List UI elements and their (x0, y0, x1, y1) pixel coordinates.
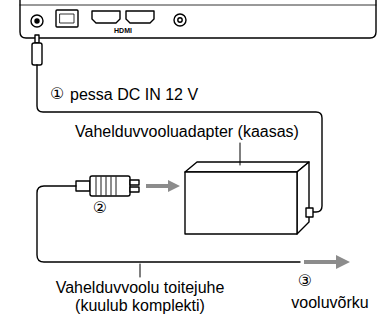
hdmi-port (126, 11, 154, 23)
coax-port-inner (178, 18, 182, 22)
leader-line (140, 264, 141, 277)
insert-arrow (146, 180, 180, 192)
coax-port (174, 14, 186, 26)
outlet-arrow (304, 255, 350, 269)
callout-number: ① (50, 85, 64, 103)
adapter-top (185, 162, 309, 172)
plug-relief (76, 181, 90, 191)
part-label: pessa DC IN 12 V (70, 86, 198, 104)
device-housing (20, 0, 376, 38)
ac-cord (37, 186, 300, 262)
plug-prong (130, 187, 139, 192)
hdmi-port (92, 11, 120, 23)
dc-jack-pin (35, 19, 39, 23)
port-label: HDMI (114, 27, 132, 35)
lan-port-inner (60, 14, 74, 23)
adapter-side (297, 162, 309, 234)
part-label: Vahelduvvoolu toitejuhe (kuulub komplekt… (35, 279, 245, 315)
strain-relief (306, 208, 313, 217)
dc-plug-tip (35, 35, 39, 43)
callout-number: ③ (298, 272, 312, 290)
lan-port (56, 10, 78, 27)
dc-plug-body (32, 43, 42, 65)
part-label: Vahelduvvooluadapter (kaasas) (75, 123, 299, 141)
housing-edge (20, 5, 376, 6)
plug-prong (130, 180, 139, 185)
part-label: vooluvõrku (291, 294, 368, 312)
callout-number: ② (93, 199, 107, 217)
ac-plug-body (90, 176, 130, 196)
plug-grip (96, 177, 116, 195)
adapter-front (185, 172, 297, 234)
leader-line (240, 143, 241, 165)
dc-jack (31, 15, 43, 27)
